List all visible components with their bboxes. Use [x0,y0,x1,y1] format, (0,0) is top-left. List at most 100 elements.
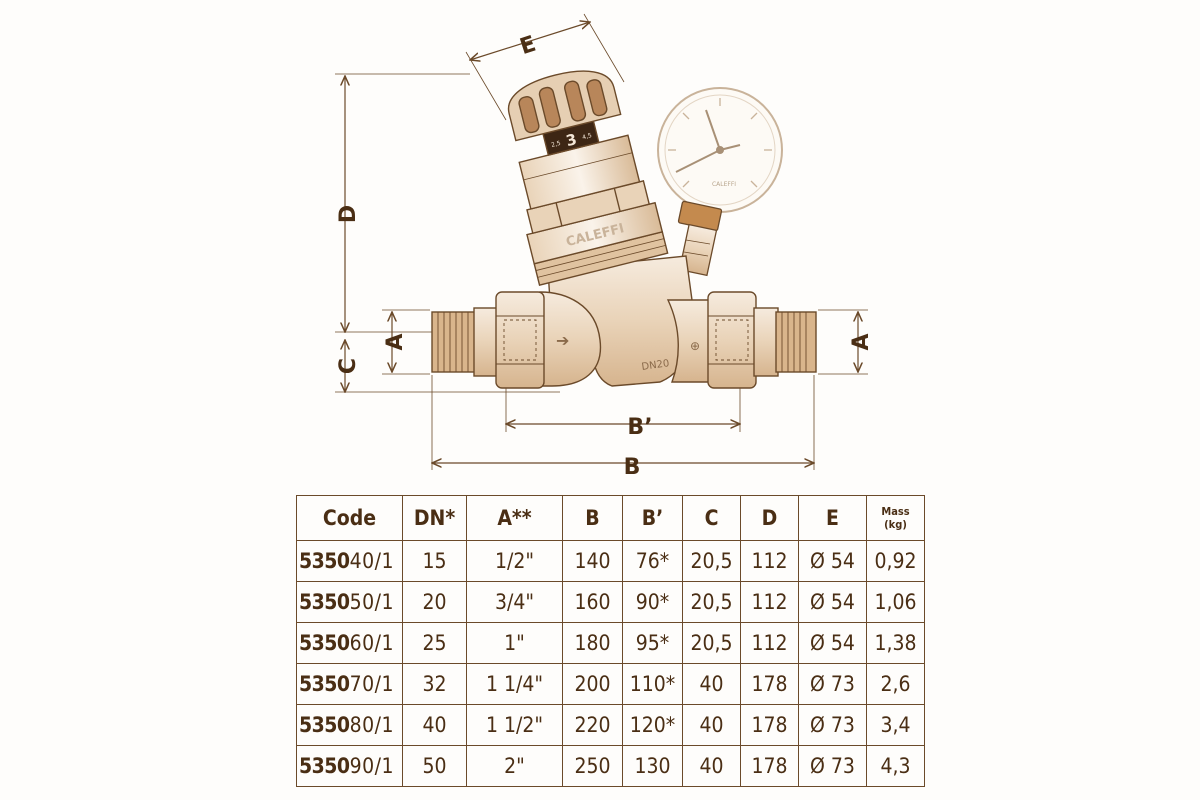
cell-b: 250 [562,745,623,787]
cell-c: 20,5 [682,540,741,582]
cell-c: 20,5 [682,622,741,664]
header-mass-label: Mass [881,505,910,518]
cell-mass: 2,6 [866,663,925,705]
cell-mass: 4,3 [866,745,925,787]
code-suffix: 50/1 [349,590,395,614]
cell-d: 112 [740,581,799,623]
dim-label-E: E [517,32,539,60]
cell-a: 2" [466,745,563,787]
cell-a: 1 1/2" [466,704,563,746]
header-d: D [740,495,799,541]
cell-dn: 25 [402,622,467,664]
cell-d: 178 [740,704,799,746]
header-c: C [682,495,741,541]
gauge-connector [677,200,723,277]
code-prefix: 5350 [299,672,350,696]
cell-dn: 32 [402,663,467,705]
code-suffix: 70/1 [349,672,395,696]
cell-c: 40 [682,663,741,705]
cell-d: 178 [740,745,799,787]
cell-b: 220 [562,704,623,746]
code-prefix: 5350 [299,590,350,614]
cell-code: 535070/1 [296,663,403,705]
right-union-fitting: ⊕ [690,291,817,389]
cell-mass: 3,4 [866,704,925,746]
cell-d: 112 [740,622,799,664]
cell-b-prime: 90* [622,581,683,623]
code-suffix: 60/1 [349,631,395,655]
code-suffix: 40/1 [349,549,395,573]
cell-b: 140 [562,540,623,582]
cell-dn: 15 [402,540,467,582]
cell-code: 535080/1 [296,704,403,746]
cell-e: Ø 73 [798,663,867,705]
dimension-letters: D C A A B’ B E [336,32,874,480]
cell-mass: 1,06 [866,581,925,623]
left-union-fitting [431,291,545,389]
cell-d: 178 [740,663,799,705]
dim-label-B-prime: B’ [627,415,652,440]
header-b-prime: B’ [622,495,683,541]
dim-label-C: C [336,358,361,374]
header-b: B [562,495,623,541]
header-mass: Mass (kg) [866,495,925,541]
cell-code: 535060/1 [296,622,403,664]
regulator-bonnet: CALEFFI 2,5 3 4,5 [507,70,669,286]
cell-d: 112 [740,540,799,582]
cell-dn: 20 [402,581,467,623]
cell-c: 40 [682,745,741,787]
table-header-row: Code DN* A** B B’ C D E Mass (kg) [296,495,925,541]
valve-dimension-diagram: D C A A B’ B E CALEFFI [335,13,874,480]
cell-a: 1/2" [466,540,563,582]
body-marking-text: DN20 [641,358,670,373]
knob-setting-value: 3 [564,130,578,150]
code-prefix: 5350 [299,549,350,573]
cell-b-prime: 110* [622,663,683,705]
pressure-gauge: CALEFFI [657,87,783,213]
cell-b-prime: 130 [622,745,683,787]
cell-code: 535090/1 [296,745,403,787]
dim-label-D: D [336,205,361,223]
cell-c: 40 [682,704,741,746]
outlet-marking-glyph: ⊕ [690,339,700,353]
cell-b: 180 [562,622,623,664]
cell-c: 20,5 [682,581,741,623]
cell-b-prime: 95* [622,622,683,664]
cell-a: 1" [466,622,563,664]
cell-a: 3/4" [466,581,563,623]
dimensions-table: Code DN* A** B B’ C D E Mass (kg) 535040… [296,495,925,787]
cell-mass: 0,92 [866,540,925,582]
cell-a: 1 1/4" [466,663,563,705]
knob-scale-min: 2,5 [551,140,562,149]
cell-b: 160 [562,581,623,623]
header-code: Code [296,495,403,541]
cell-e: Ø 54 [798,581,867,623]
code-suffix: 90/1 [349,754,395,778]
cell-dn: 40 [402,704,467,746]
dim-label-A-right: A [849,333,874,350]
header-e: E [798,495,867,541]
cell-e: Ø 54 [798,540,867,582]
cell-e: Ø 73 [798,745,867,787]
header-a: A** [466,495,563,541]
knob-scale-max: 4,5 [582,132,593,141]
gauge-brand-text: CALEFFI [712,181,736,188]
dim-label-A-left: A [383,333,408,350]
code-prefix: 5350 [299,713,350,737]
cell-code: 535050/1 [296,581,403,623]
header-dn: DN* [402,495,467,541]
flow-arrow-glyph: ➔ [556,331,569,350]
cell-b-prime: 120* [622,704,683,746]
cell-code: 535040/1 [296,540,403,582]
cell-dn: 50 [402,745,467,787]
cell-b: 200 [562,663,623,705]
cell-e: Ø 73 [798,704,867,746]
code-suffix: 80/1 [349,713,395,737]
